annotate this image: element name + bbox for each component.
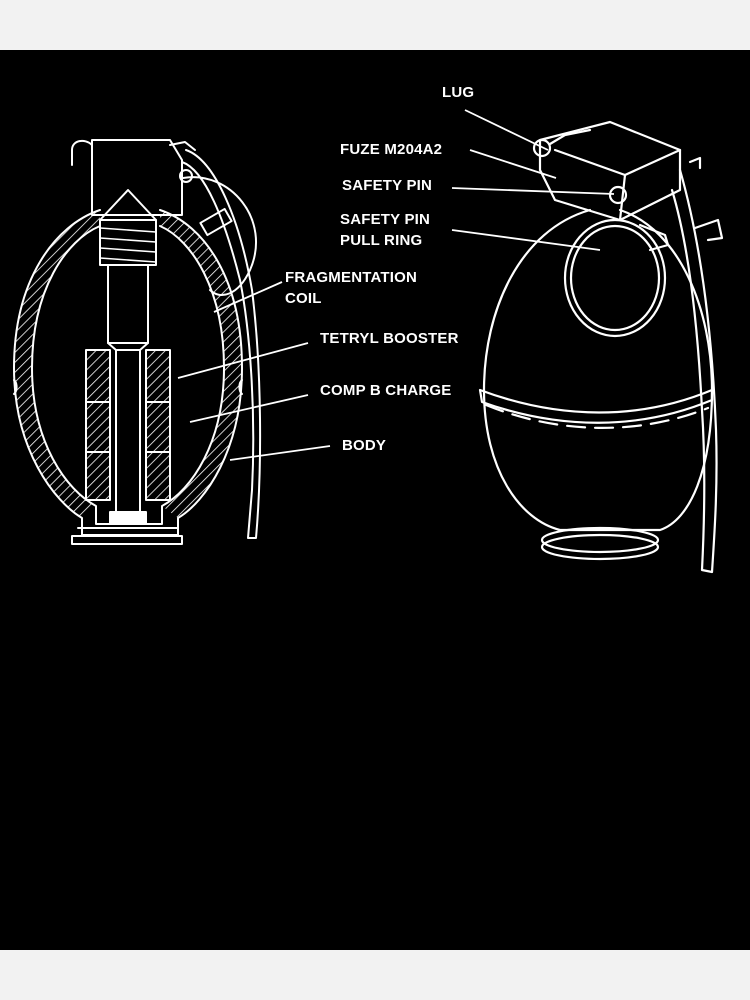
lever-right bbox=[670, 168, 718, 574]
pull-ring-left bbox=[182, 176, 257, 296]
label-lug: LUG bbox=[442, 84, 475, 101]
label-comp-b-charge: COMP B CHARGE bbox=[320, 382, 452, 399]
label-pull-ring-line2: PULL RING bbox=[340, 232, 423, 249]
grenade-illustration bbox=[13, 109, 724, 574]
label-fragmentation-coil: FRAGMENTATION COIL bbox=[285, 267, 417, 309]
pull-ring-right bbox=[563, 218, 667, 338]
label-safety-pin-pull-ring: SAFETY PIN PULL RING bbox=[340, 209, 430, 251]
external-grenade bbox=[478, 120, 724, 574]
diagram-panel: LUG FUZE M204A2 SAFETY PIN SAFETY PIN PU… bbox=[0, 50, 750, 950]
lug bbox=[532, 138, 552, 158]
label-fuze: FUZE M204A2 bbox=[340, 141, 443, 158]
cutaway-grenade bbox=[13, 139, 262, 545]
label-safety-pin: SAFETY PIN bbox=[342, 177, 433, 194]
label-body: BODY bbox=[342, 437, 387, 454]
label-tetryl-booster: TETRYL BOOSTER bbox=[320, 330, 459, 347]
label-pull-ring-line1: SAFETY PIN bbox=[340, 211, 431, 228]
label-frag-line2: COIL bbox=[285, 290, 322, 307]
egg-body bbox=[482, 208, 714, 532]
leader-lines bbox=[177, 109, 615, 461]
lever-left bbox=[181, 149, 262, 539]
label-frag-line1: FRAGMENTATION bbox=[285, 269, 418, 286]
